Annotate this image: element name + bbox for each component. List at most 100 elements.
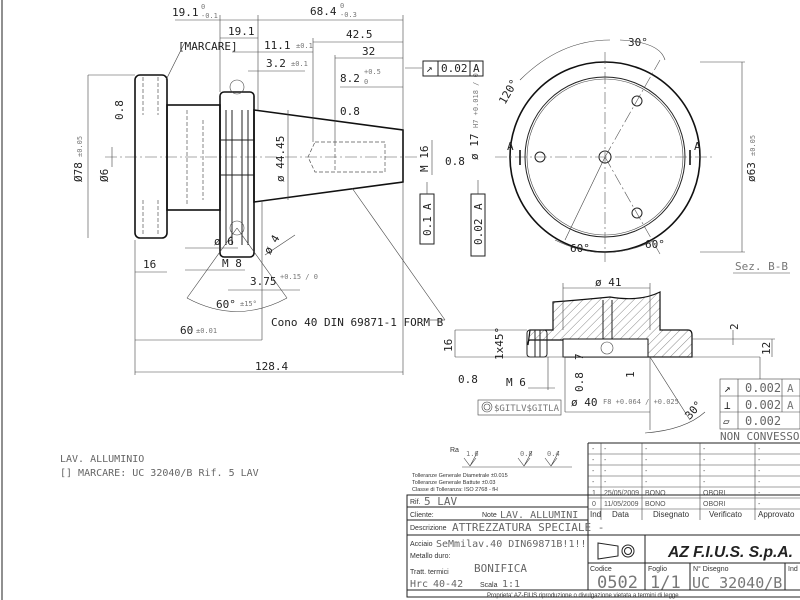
dim-dia-78: Ø78 (72, 162, 85, 182)
dim-8-2: 8.2 (340, 72, 360, 85)
tol-value: 0.002 (745, 414, 781, 428)
revision-cell: - (758, 457, 761, 464)
runout-icon: ↗ (426, 62, 433, 75)
dim-3-75: 3.75 (250, 275, 277, 288)
foglio-value: 1/1 (650, 573, 681, 593)
revision-cell: 0 (592, 501, 596, 508)
dim-32: 32 (362, 45, 375, 58)
dim-dia-40: ø 40 (571, 396, 598, 409)
disegno-value: UC 32040/B (692, 574, 782, 592)
revision-cell: BONO (645, 501, 666, 508)
angle-60: 60° (570, 242, 590, 255)
tratt-value: BONIFICA (474, 562, 527, 575)
tol-datum: A (787, 399, 794, 412)
revision-cell: - (592, 446, 595, 453)
codice-value: 0502 (597, 573, 638, 593)
angle-30: 30° (682, 398, 705, 422)
revision-cell: - (758, 479, 761, 486)
footer-text: Proprieta' AZ-FIUS riproduzione o divulg… (487, 593, 679, 599)
revision-cell: - (645, 457, 648, 464)
dim-16: 16 (143, 258, 156, 271)
runout-icon: ↗ (724, 382, 731, 395)
tol-value: 0.002 (745, 398, 781, 412)
neck (166, 104, 221, 211)
ra-value: 0.4 (547, 450, 560, 458)
dim-dia-63: ø63 (745, 162, 758, 182)
revision-cell: - (592, 468, 595, 475)
tol: ±0.01 (196, 327, 217, 335)
dim-dia-17: ø 17 (468, 134, 481, 161)
flange (134, 74, 168, 239)
fcf-value: 0.02 (441, 62, 468, 75)
scala-value: 1:1 (502, 579, 520, 590)
angle-120: 120° (496, 77, 521, 106)
note-line: [] MARCARE: UC 32040/B Rif. 5 LAV (60, 468, 259, 479)
revision-cell: - (604, 468, 607, 475)
flatness-icon: ▱ (723, 415, 730, 428)
revision-cell: - (703, 457, 706, 464)
rev-header: Disegnato (653, 510, 690, 519)
dim-dia-6-hole: ø 6 (214, 235, 234, 248)
dim-128-4: 128.4 (255, 360, 288, 373)
tol-lo: -0.1 (201, 12, 218, 20)
section-view: ø 41 16 1x45° 2 12 7 1 0.8 0.8 M 6 ø 40 … (442, 276, 775, 434)
dim-1: 1 (624, 371, 637, 378)
marcare-label: [MARCARE] (178, 40, 238, 53)
cone-note: Cono 40 DIN 69871-1 FORM B (271, 316, 444, 329)
scala-label: Scala (480, 582, 498, 589)
revision-cell: - (592, 479, 595, 486)
revision-cell: BONO (645, 490, 666, 497)
revision-cell: 1 (592, 490, 596, 497)
concentricity-frame: $GITLV$GITLA (477, 399, 562, 416)
rev-header: Ind (590, 510, 601, 519)
descr-value: ATTREZZATURA SPECIALE - (452, 521, 604, 534)
dim-19-1: 19.1 (228, 25, 255, 38)
section-label: Sez. B-B (735, 260, 788, 273)
acciaio-value: SeMmilav.40 DIN69871B!1!! (436, 539, 587, 550)
metallo-label: Metallo duro: (410, 553, 451, 560)
geometric-tolerance-table: ↗ 0.002 A ⊥ 0.002 A ▱ 0.002 NON CONVESSO (719, 357, 800, 443)
dim-3-2: 3.2 (266, 57, 286, 70)
revision-cell: OBORI (703, 490, 726, 497)
foglio-label: Foglio (648, 566, 667, 573)
tol-up: +0.5 (364, 68, 381, 76)
concentricity-value: $GITLV$GITLA (494, 404, 560, 414)
revision-cell: - (703, 468, 706, 475)
tol: H7 +0.018 / 0 (472, 73, 480, 128)
acciaio-label: Acciaio (410, 541, 433, 548)
revision-cell: - (703, 446, 706, 453)
roughness-label: 0.8 (113, 100, 126, 120)
ra-label: Ra (450, 447, 459, 454)
tol: ±0.1 (291, 60, 308, 68)
revision-cell: - (645, 446, 648, 453)
tol-note: NON CONVESSO (720, 430, 799, 443)
title-block: Ra 1.6 0.8 0.4 Tolleranze Generale Diame… (406, 442, 800, 599)
fcf-runout-v2: A 0.02 (470, 180, 486, 257)
roughness-label: 0.8 (445, 155, 465, 168)
dim-angle-60: 60° (216, 298, 236, 311)
dim-68-4: 68.4 (310, 5, 337, 18)
disegno-label: N° Disegno (693, 565, 729, 573)
fcf-runout-top: ↗ 0.02 A (422, 60, 484, 77)
fcf-datum: A (473, 62, 480, 75)
dim-42-5: 42.5 (346, 28, 373, 41)
note-label: Note (482, 512, 497, 519)
revision-cell: - (592, 457, 595, 464)
front-view: 19.1 0 -0.1 68.4 0 -0.3 19.1 42.5 [MARCA… (72, 2, 486, 375)
note-line: LAV. ALLUMINIO (60, 454, 144, 465)
dim-dia-44-45: ø 44.45 (274, 136, 287, 182)
revision-cell: - (758, 446, 761, 453)
rif-label: Rif. (410, 499, 421, 506)
perpendicularity-icon: ⊥ (724, 399, 731, 412)
hrc-label: Hrc (410, 579, 428, 590)
dim-dia-4: ø 4 (261, 232, 282, 256)
ra-value: 1.6 (466, 450, 479, 458)
dim-m16: M 16 (418, 146, 431, 173)
tol: ±15° (240, 300, 257, 308)
roughness-label: 0.8 (458, 373, 478, 386)
angle-30: 30° (628, 36, 648, 49)
fcf-value: 0.02 (472, 219, 485, 246)
dim-2: 2 (728, 323, 741, 330)
